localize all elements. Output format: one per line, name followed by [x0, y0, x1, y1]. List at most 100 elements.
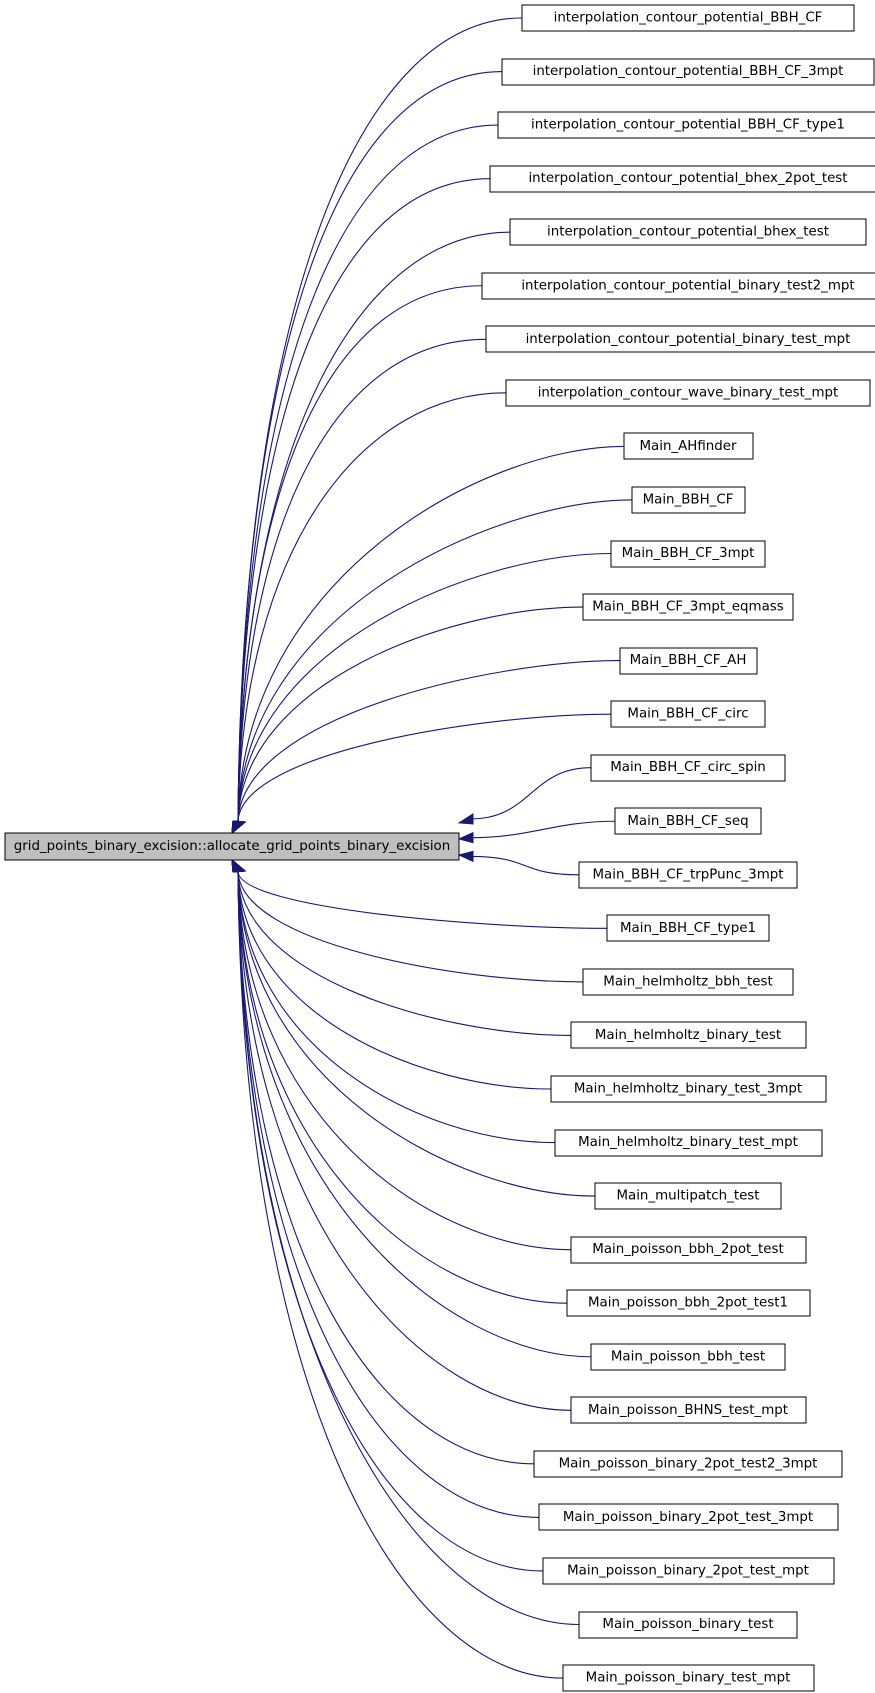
call-edge — [237, 871, 580, 1626]
caller-node-label: Main_BBH_CF_AH — [630, 653, 747, 668]
caller-node-box — [570, 1021, 807, 1049]
caller-node[interactable]: Main_BBH_CF — [631, 486, 746, 514]
caller-node[interactable]: interpolation_contour_potential_bhex_2po… — [489, 165, 875, 193]
call-edge — [237, 445, 625, 822]
caller-node-label: interpolation_contour_potential_BBH_CF_t… — [531, 118, 845, 133]
caller-node[interactable]: interpolation_contour_potential_BBH_CF_t… — [497, 111, 875, 139]
caller-node[interactable]: interpolation_contour_potential_bhex_tes… — [509, 218, 867, 246]
caller-node[interactable]: Main_AHfinder — [623, 432, 754, 460]
call-edge — [237, 871, 535, 1465]
caller-node[interactable]: Main_BBH_CF_3mpt_eqmass — [582, 593, 794, 621]
caller-node-box — [610, 540, 766, 568]
call-edge — [237, 871, 596, 1197]
caller-node-box — [550, 1075, 827, 1103]
caller-node-label: Main_poisson_binary_2pot_test_3mpt — [563, 1510, 813, 1525]
call-edge — [237, 713, 612, 822]
caller-node-label: Main_helmholtz_binary_test_3mpt — [574, 1082, 802, 1097]
call-edge — [237, 499, 633, 822]
caller-node-label: Main_BBH_CF — [643, 492, 734, 507]
call-edge — [470, 855, 580, 876]
call-edge — [237, 124, 499, 822]
caller-node[interactable]: Main_poisson_binary_test_mpt — [562, 1664, 815, 1692]
call-edge — [237, 178, 491, 822]
call-edge-arrowhead — [231, 858, 247, 873]
caller-node-box — [570, 1236, 807, 1264]
caller-node-label: interpolation_contour_wave_binary_test_m… — [538, 385, 839, 400]
caller-node[interactable]: Main_BBH_CF_circ — [610, 700, 766, 728]
call-edge — [237, 606, 584, 822]
caller-node[interactable]: Main_poisson_BHNS_test_mpt — [570, 1396, 807, 1424]
call-edge — [237, 871, 608, 929]
caller-node-box — [594, 1182, 782, 1210]
root-node[interactable]: grid_points_binary_excision::allocate_gr… — [4, 832, 460, 861]
caller-node-box — [590, 1343, 786, 1371]
caller-node-label: Main_BBH_CF_trpPunc_3mpt — [593, 867, 784, 882]
caller-node-label: interpolation_contour_potential_bhex_2po… — [528, 171, 847, 186]
caller-node-box — [578, 1611, 798, 1639]
caller-node-box — [631, 486, 746, 514]
call-edge — [237, 871, 592, 1358]
caller-node-box — [614, 807, 762, 835]
caller-node-box — [562, 1664, 815, 1692]
caller-node[interactable]: interpolation_contour_potential_BBH_CF — [521, 4, 855, 32]
caller-node-box — [582, 593, 794, 621]
caller-node[interactable]: Main_BBH_CF_trpPunc_3mpt — [578, 861, 798, 889]
caller-node-box — [485, 325, 875, 353]
caller-node-box — [538, 1503, 839, 1531]
caller-node-box — [521, 4, 855, 32]
caller-node-label: Main_helmholtz_bbh_test — [603, 974, 772, 989]
caller-node[interactable]: Main_poisson_binary_2pot_test2_3mpt — [533, 1450, 843, 1478]
caller-node[interactable]: Main_poisson_bbh_2pot_test1 — [566, 1289, 811, 1317]
caller-node-label: Main_AHfinder — [639, 439, 737, 454]
caller-node-box — [578, 861, 798, 889]
caller-node-box — [533, 1450, 843, 1478]
caller-node[interactable]: Main_helmholtz_binary_test_3mpt — [550, 1075, 827, 1103]
caller-node[interactable]: Main_poisson_binary_test — [578, 1611, 798, 1639]
caller-node-label: Main_multipatch_test — [616, 1189, 759, 1204]
caller-node[interactable]: Main_helmholtz_bbh_test — [582, 968, 794, 996]
call-edge — [237, 552, 612, 822]
caller-node-box — [590, 754, 786, 782]
caller-node[interactable]: Main_BBH_CF_3mpt — [610, 540, 766, 568]
caller-node-box — [570, 1396, 807, 1424]
caller-node-label: Main_BBH_CF_type1 — [620, 921, 756, 936]
caller-node[interactable]: Main_poisson_bbh_test — [590, 1343, 786, 1371]
caller-node-label: Main_helmholtz_binary_test — [595, 1028, 781, 1043]
caller-node[interactable]: Main_BBH_CF_type1 — [606, 914, 770, 942]
caller-node-label: interpolation_contour_potential_binary_t… — [526, 332, 851, 347]
caller-node[interactable]: Main_BBH_CF_AH — [619, 647, 758, 675]
caller-node[interactable]: Main_helmholtz_binary_test_mpt — [554, 1129, 823, 1157]
caller-node-label: Main_poisson_binary_2pot_test2_3mpt — [559, 1456, 818, 1471]
caller-node-label: Main_poisson_bbh_2pot_test1 — [588, 1296, 788, 1311]
call-edge — [237, 17, 523, 822]
caller-node[interactable]: Main_helmholtz_binary_test — [570, 1021, 807, 1049]
caller-node-box — [566, 1289, 811, 1317]
caller-node-label: Main_BBH_CF_3mpt_eqmass — [592, 600, 784, 615]
call-edge — [237, 71, 503, 822]
call-edge — [237, 871, 584, 983]
caller-node-label: interpolation_contour_potential_binary_t… — [521, 278, 854, 293]
caller-node-box — [497, 111, 875, 139]
caller-node[interactable]: interpolation_contour_potential_binary_t… — [481, 272, 875, 300]
call-edge — [470, 820, 616, 839]
caller-node[interactable]: Main_BBH_CF_seq — [614, 807, 762, 835]
caller-node-label: Main_poisson_bbh_test — [611, 1349, 765, 1364]
caller-node[interactable]: Main_poisson_binary_2pot_test_3mpt — [538, 1503, 839, 1531]
caller-node-box — [509, 218, 867, 246]
caller-node[interactable]: interpolation_contour_potential_binary_t… — [485, 325, 875, 353]
caller-node[interactable]: Main_poisson_binary_2pot_test_mpt — [542, 1557, 835, 1585]
call-edge — [237, 871, 572, 1036]
caller-node-box — [542, 1557, 835, 1585]
caller-node[interactable]: Main_multipatch_test — [594, 1182, 782, 1210]
caller-node[interactable]: interpolation_contour_potential_BBH_CF_3… — [501, 58, 875, 86]
caller-node[interactable]: Main_BBH_CF_circ_spin — [590, 754, 786, 782]
call-edge-arrowhead — [457, 813, 474, 825]
caller-node-box — [489, 165, 875, 193]
caller-node-box — [554, 1129, 823, 1157]
caller-node[interactable]: Main_poisson_bbh_2pot_test — [570, 1236, 807, 1264]
call-edge — [237, 871, 572, 1411]
caller-node[interactable]: interpolation_contour_wave_binary_test_m… — [505, 379, 871, 407]
call-edge — [237, 871, 552, 1090]
call-edge — [237, 871, 568, 1304]
